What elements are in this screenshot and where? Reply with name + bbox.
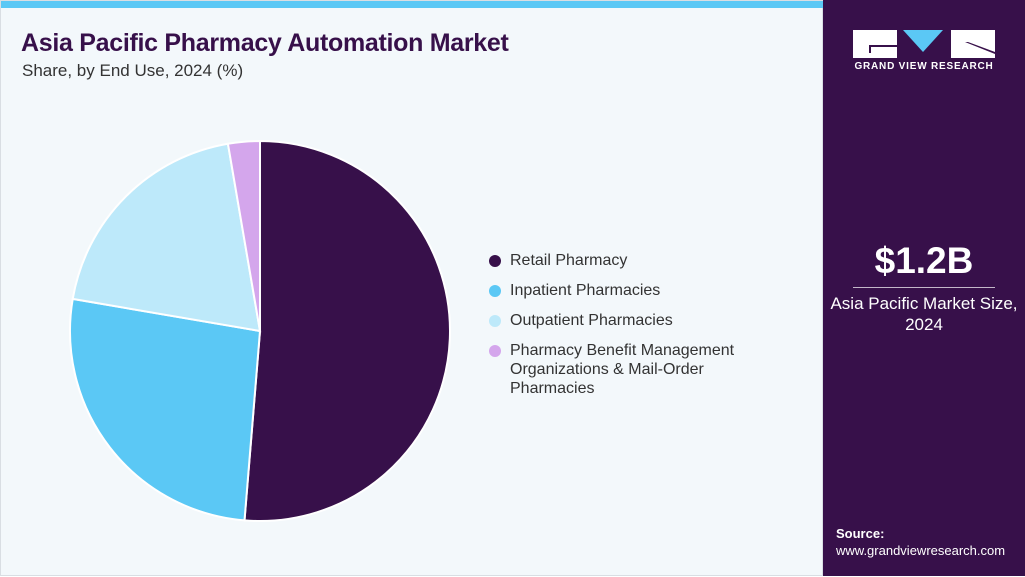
legend-item: Outpatient Pharmacies <box>487 311 787 330</box>
legend-label: Outpatient Pharmacies <box>510 312 673 329</box>
legend-item: Retail Pharmacy <box>487 251 787 270</box>
legend-marker <box>489 345 501 357</box>
accent-bar <box>1 1 824 8</box>
grand-view-research-logo <box>853 30 995 58</box>
divider <box>853 287 995 288</box>
pie-slice-1 <box>69 297 262 522</box>
legend-item: Pharmacy Benefit Management Organization… <box>487 341 787 398</box>
chart-title: Asia Pacific Pharmacy Automation Market <box>21 29 509 57</box>
legend-label: Inpatient Pharmacies <box>510 282 661 299</box>
legend-marker <box>489 285 501 297</box>
pie-slice-0 <box>243 139 451 522</box>
pie-slice-3 <box>226 139 261 332</box>
market-label: Asia Pacific Market Size, 2024 <box>830 294 1018 334</box>
pie-slice-2 <box>71 142 262 333</box>
chart-panel: Asia Pacific Pharmacy Automation Market … <box>0 0 824 576</box>
sidebar: GRAND VIEW RESEARCH $1.2B Asia Pacific M… <box>823 0 1025 576</box>
market-value: $1.2B <box>874 240 974 281</box>
chart-subtitle: Share, by End Use, 2024 (%) <box>22 61 244 80</box>
legend-marker <box>489 255 501 267</box>
logo-text: GRAND VIEW RESEARCH <box>854 61 994 72</box>
source-label: Source: <box>836 526 885 541</box>
legend-item: Inpatient Pharmacies <box>487 281 787 300</box>
legend-marker <box>489 315 501 327</box>
source-link[interactable]: www.grandviewresearch.com <box>836 543 1006 558</box>
pie-chart <box>69 139 451 522</box>
legend-label: Retail Pharmacy <box>510 252 628 269</box>
legend-label: Pharmacy Benefit Management Organization… <box>510 342 735 397</box>
